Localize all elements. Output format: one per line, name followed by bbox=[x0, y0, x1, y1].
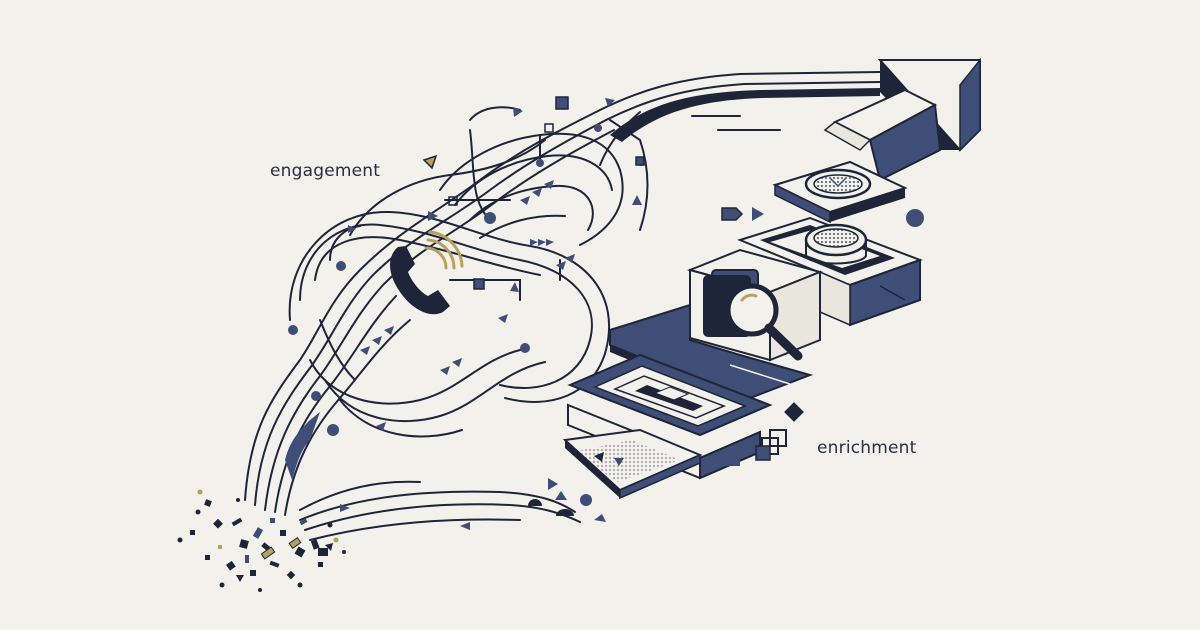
scattered-fragments-accent bbox=[245, 518, 308, 563]
path-squares bbox=[448, 96, 645, 290]
engagement-ribbon bbox=[285, 88, 880, 480]
mid-shapes bbox=[528, 478, 606, 522]
enrichment-shapes bbox=[721, 207, 804, 466]
enrichment-label: enrichment bbox=[817, 438, 917, 458]
enrichment-ribbon bbox=[823, 88, 942, 182]
engagement-paths bbox=[244, 71, 881, 541]
engagement-label: engagement bbox=[270, 161, 381, 181]
scattered-fragments-gold bbox=[197, 489, 339, 560]
phone-icon bbox=[390, 230, 464, 315]
sieve-box bbox=[737, 216, 923, 327]
gold-chevron bbox=[422, 154, 438, 170]
direction-arrows bbox=[340, 98, 642, 530]
dotted-tray bbox=[562, 428, 703, 500]
filter-sieve-icon bbox=[772, 160, 908, 224]
concentric-plate bbox=[567, 353, 773, 437]
magnifier-icon bbox=[725, 283, 803, 361]
scattered-fragments bbox=[177, 498, 346, 592]
